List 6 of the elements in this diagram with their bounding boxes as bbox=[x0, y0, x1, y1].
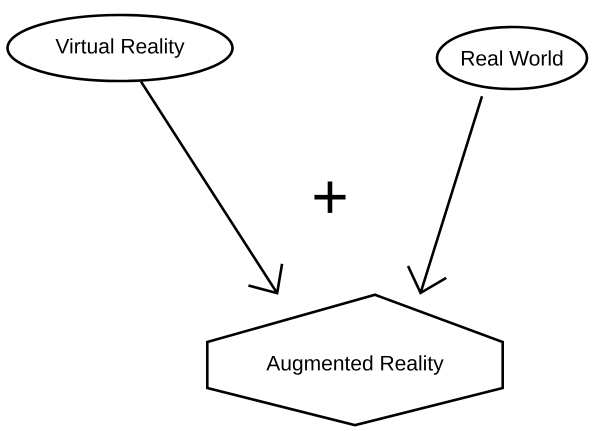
arrow bbox=[406, 96, 484, 295]
ellipse-node: Virtual Reality bbox=[6, 14, 234, 82]
hexagon-node: Augmented Reality bbox=[206, 293, 504, 427]
arrow bbox=[140, 81, 284, 295]
plus-sign: + bbox=[314, 182, 346, 213]
ellipse-node: Real World bbox=[436, 26, 588, 90]
